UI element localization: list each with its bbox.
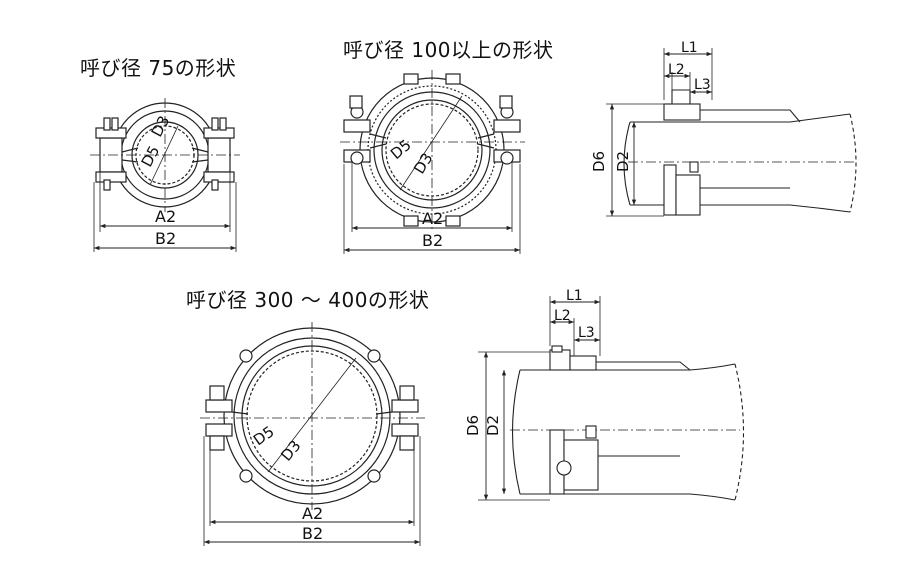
fig5-d6-label: D6 — [464, 415, 482, 436]
fig3-l2-label: L2 — [668, 62, 685, 78]
fig2-a2-label: A2 — [422, 209, 443, 228]
figure-nominal-100-up — [340, 70, 525, 254]
fig5-l1-label: L1 — [566, 288, 583, 304]
fig1-a2-label: A2 — [155, 207, 176, 226]
fig4-a2-label: A2 — [302, 504, 323, 523]
title-nominal-75: 呼び径 75の形状 — [80, 56, 237, 80]
fig5-l3-label: L3 — [578, 325, 595, 341]
title-nominal-100-up: 呼び径 100以上の形状 — [343, 38, 554, 62]
figure-side-view-large — [478, 296, 745, 501]
fig5-l2-label: L2 — [554, 308, 571, 324]
fig3-d6-label: D6 — [590, 151, 608, 172]
fig3-l3-label: L3 — [694, 77, 711, 93]
fig1-b2-label: B2 — [155, 229, 176, 248]
title-nominal-300-400: 呼び径 300 〜 400の形状 — [186, 288, 430, 312]
figure-nominal-75 — [90, 98, 240, 252]
fig2-b2-label: B2 — [422, 231, 443, 250]
fig4-b2-label: B2 — [302, 524, 323, 543]
fig3-l1-label: L1 — [681, 40, 698, 56]
fig5-d2-label: D2 — [484, 415, 502, 436]
fig3-d2-label: D2 — [614, 151, 632, 172]
figure-side-view-small — [606, 48, 857, 217]
figure-nominal-300-400 — [200, 322, 425, 546]
